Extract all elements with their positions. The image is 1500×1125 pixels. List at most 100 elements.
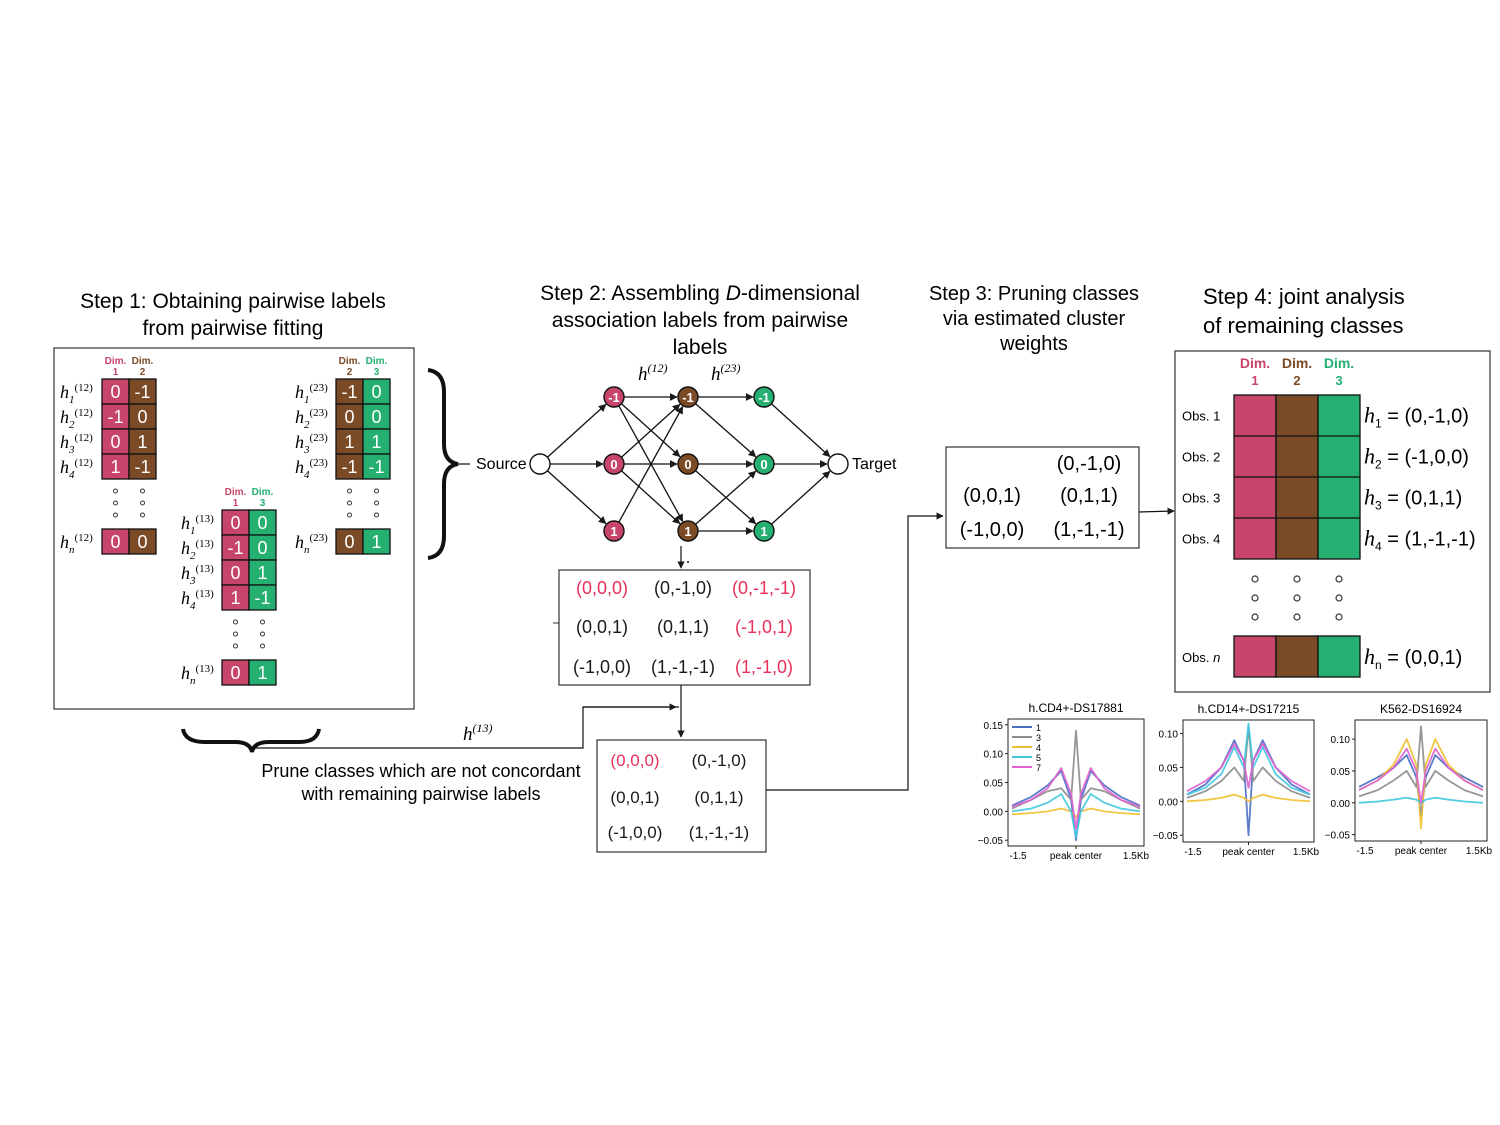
label-cell <box>335 378 364 405</box>
step3-classes: (0,-1,0)(0,0,1)(0,1,1)(-1,0,0)(1,-1,-1) <box>960 453 1125 541</box>
dim-header-number: 2 <box>140 367 146 378</box>
legend-label: 5 <box>1036 753 1041 763</box>
graph-node <box>677 386 699 408</box>
candidate-class: (-1,0,1) <box>735 617 793 637</box>
dim-header-word: Dim. <box>132 356 154 367</box>
obs-class-value: hn = (0,0,1) <box>1364 644 1462 672</box>
step3-title-line2: via estimated cluster <box>943 308 1126 330</box>
graph-edge <box>546 403 607 458</box>
y-tick-label: 0.10 <box>984 750 1004 761</box>
step1-box <box>53 347 415 710</box>
ellipsis-dot <box>113 512 118 518</box>
obs-value: = (0,1,1) <box>1382 488 1463 510</box>
label-cell <box>362 428 391 455</box>
row-label: h2(23) <box>295 407 328 431</box>
series-line-3 <box>1358 725 1484 798</box>
target-label: Target <box>852 456 897 473</box>
graph-edge <box>695 403 757 458</box>
step3-class: (1,-1,-1) <box>1053 519 1124 541</box>
row-label-index: 1 <box>190 525 196 537</box>
h12-label: h(12) <box>638 361 668 385</box>
row-label-index: 4 <box>190 600 196 612</box>
row-label-index: 2 <box>190 550 196 562</box>
graph-node-value: -1 <box>682 390 694 405</box>
obs-index: 3 <box>1375 499 1382 513</box>
obs-h: h <box>1364 444 1375 469</box>
y-tick-label: 0.10 <box>1159 730 1179 741</box>
graph-node <box>753 386 775 408</box>
label-cell-value: -1 <box>368 457 384 477</box>
ellipsis-dot <box>233 643 238 649</box>
x-tick-label: 1.5Kb <box>1466 846 1493 857</box>
step2-title-line2: association labels from pairwise <box>552 309 848 332</box>
series-line-7 <box>1358 747 1484 804</box>
dim-header-word: Dim. <box>1324 355 1354 371</box>
candidate-classes: (0,0,0)(0,-1,0)(0,-1,-1)(0,0,1)(0,1,1)(-… <box>573 578 796 677</box>
obs-label-n: n <box>1213 650 1220 665</box>
graph-edge <box>546 470 607 525</box>
ellipsis-dot <box>347 512 352 518</box>
dim-header-word: Dim. <box>252 487 274 498</box>
graph-node <box>753 520 775 542</box>
label-cell <box>128 528 157 555</box>
label-cell-value: -1 <box>134 382 150 402</box>
graph-node-value: 1 <box>684 524 691 539</box>
chart-title: K562-DS16924 <box>1380 702 1462 716</box>
graph-node-value: -1 <box>758 390 770 405</box>
label-cell <box>101 528 130 555</box>
step4-section: Step 4: joint analysis of remaining clas… <box>1174 284 1491 693</box>
row-label-index: 1 <box>69 394 75 406</box>
label-cell-value: 0 <box>110 432 120 452</box>
remaining-to-step3-connector <box>766 512 944 791</box>
label-cell-value: -1 <box>107 407 123 427</box>
ellipsis-dot <box>140 488 145 494</box>
row-label-superscript: (23) <box>310 407 329 419</box>
ellipsis-dot <box>140 500 145 506</box>
remaining-classes: (0,0,0)(0,-1,0)(0,0,1)(0,1,1)(-1,0,0)(1,… <box>608 751 750 842</box>
row-label-index: 3 <box>189 575 196 587</box>
graph-node-value: 0 <box>610 457 617 472</box>
y-tick-label: −0.05 <box>978 836 1004 847</box>
label-cell <box>221 659 250 686</box>
source-label: Source <box>476 456 527 473</box>
candidate-class: (0,0,1) <box>576 617 628 637</box>
label-cell-value: 0 <box>344 407 354 427</box>
ellipsis-dot <box>1293 613 1301 621</box>
label-cell-value: 1 <box>344 432 354 452</box>
dim-header-word: Dim. <box>366 356 388 367</box>
obs-label: Obs. 3 <box>1182 491 1220 506</box>
label-cell-value: 0 <box>257 538 267 558</box>
row-label-index: 2 <box>304 419 310 431</box>
prune-text-line1: Prune classes which are not concordant <box>261 761 580 781</box>
step3-to-step4-arrow <box>1138 507 1175 515</box>
obs-value: = (0,-1,0) <box>1382 406 1469 428</box>
step3-section: Step 3: Pruning classes via estimated cl… <box>929 283 1175 549</box>
legend-label: 7 <box>1036 763 1041 773</box>
remaining-box <box>596 739 767 853</box>
series-line-5 <box>1011 793 1141 839</box>
graph-edge <box>618 405 684 523</box>
label-cell-value: 0 <box>110 532 120 552</box>
row-label: h4(23) <box>295 457 328 481</box>
obs-value: = (0,0,1) <box>1382 647 1463 669</box>
ellipsis-dot <box>233 619 238 625</box>
graph-node <box>603 453 625 475</box>
graph-node-value: -1 <box>608 390 620 405</box>
series-line-4 <box>1011 807 1141 818</box>
row-label-superscript: (13) <box>196 588 215 600</box>
dim-header-word: Dim. <box>1282 355 1312 371</box>
label-cell-value: 0 <box>230 563 240 583</box>
dim-header-word: Dim. <box>225 487 247 498</box>
label-cell-value: 1 <box>137 432 147 452</box>
row-label: h3(12) <box>60 432 93 456</box>
label-cell-value: 0 <box>137 532 147 552</box>
step2-section: Step 2: Assembling D-dimensional associa… <box>250 282 944 853</box>
label-cell-value: -1 <box>341 382 357 402</box>
row-label-superscript: (13) <box>196 563 215 575</box>
candidates-box <box>558 569 811 686</box>
row-label-h: h <box>295 432 304 452</box>
obs-label: Obs. 1 <box>1182 409 1220 424</box>
